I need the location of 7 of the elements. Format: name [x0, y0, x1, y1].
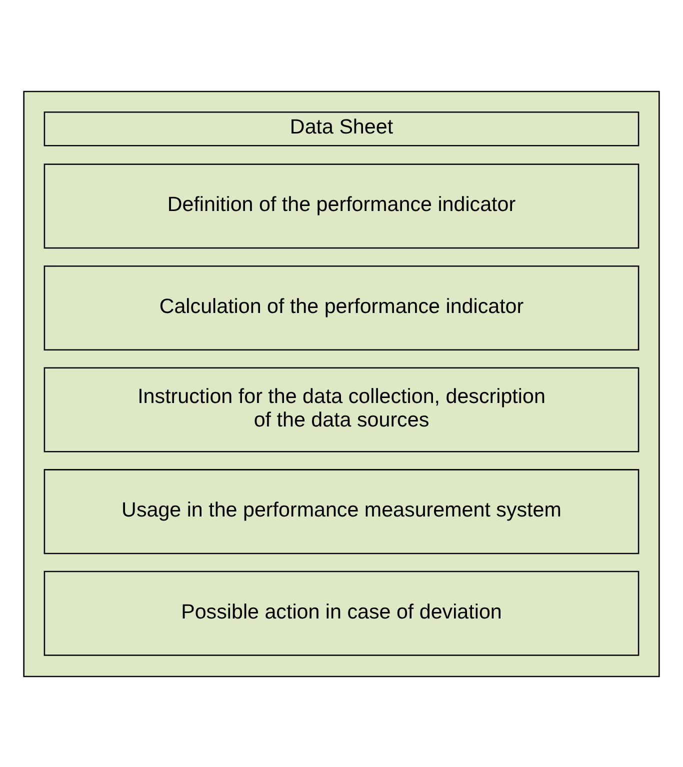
node-box: Data Sheet: [44, 110, 640, 146]
node-box: Possible action in case of deviation: [44, 570, 640, 656]
node-box: Instruction for the data collection, description of the data sources: [44, 366, 640, 452]
node-box: Usage in the performance measurement system: [44, 468, 640, 554]
node-box: Calculation of the performance indicator: [44, 264, 640, 350]
cluster: [23, 90, 660, 677]
node-box: Definition of the performance indicator: [44, 163, 640, 248]
